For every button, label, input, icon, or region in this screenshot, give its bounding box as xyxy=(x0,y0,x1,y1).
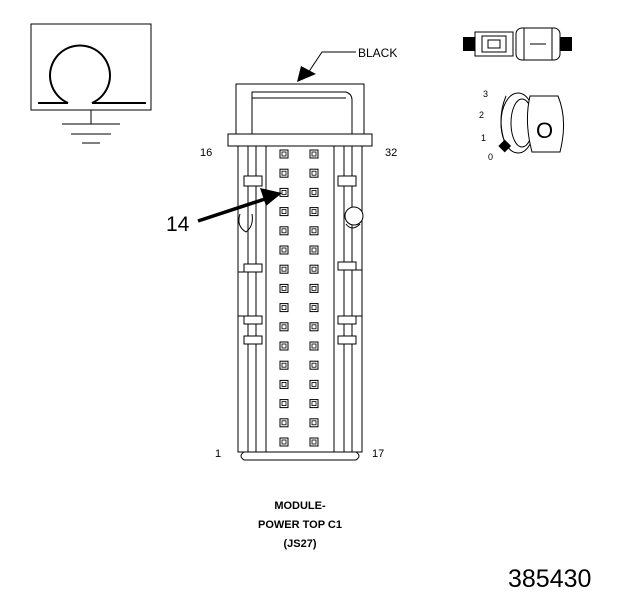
caption-line-1: MODULE- xyxy=(274,500,326,512)
ignition-key-icon: O 3 2 1 0 xyxy=(479,89,564,162)
inline-connector-icon xyxy=(463,27,572,61)
connector-body xyxy=(227,83,373,461)
pin-cavity-22 xyxy=(309,341,319,351)
caption-line-2: POWER TOP C1 xyxy=(258,519,342,531)
pin-cavity-20 xyxy=(309,379,319,389)
color-callout: BLACK xyxy=(297,46,397,82)
pin-cavity-12 xyxy=(279,226,289,236)
pin-cavity-17 xyxy=(309,437,319,447)
pin-cavity-32 xyxy=(309,149,319,159)
pin-cavity-3 xyxy=(279,399,289,409)
pin-cavity-2 xyxy=(279,418,289,428)
callout-14: 14 xyxy=(166,188,282,236)
callout-number: 14 xyxy=(166,213,190,236)
pin-cavity-1 xyxy=(279,437,289,447)
pin-cavity-23 xyxy=(309,322,319,332)
pin-cavity-29 xyxy=(309,207,319,217)
color-label: BLACK xyxy=(358,46,397,60)
pin-cavity-6 xyxy=(279,341,289,351)
pin-cavity-13 xyxy=(279,207,289,217)
pin-cavity-26 xyxy=(309,264,319,274)
key-position-0: 0 xyxy=(488,152,493,162)
pin-cavity-8 xyxy=(279,303,289,313)
pin-cavity-31 xyxy=(309,168,319,178)
pin-cavity-24 xyxy=(309,303,319,313)
pin-label-17: 17 xyxy=(372,448,384,460)
pin-cavity-30 xyxy=(309,187,319,197)
pin-cavity-25 xyxy=(309,283,319,293)
key-position-3: 3 xyxy=(483,89,488,99)
caption-line-3: (JS27) xyxy=(283,538,316,550)
pin-cavity-27 xyxy=(309,245,319,255)
pin-label-1: 1 xyxy=(215,448,221,460)
pin-cavity-4 xyxy=(279,379,289,389)
figure-number: 385430 xyxy=(508,565,591,593)
pin-label-32: 32 xyxy=(385,147,397,159)
key-position-2: 2 xyxy=(479,110,484,120)
pin-cavity-10 xyxy=(279,264,289,274)
pin-cavity-14 xyxy=(279,187,289,197)
pin-grid xyxy=(279,149,319,447)
pin-cavity-19 xyxy=(309,399,319,409)
pin-cavity-28 xyxy=(309,226,319,236)
ground-omega-icon xyxy=(30,23,152,144)
pin-cavity-21 xyxy=(309,360,319,370)
pin-cavity-16 xyxy=(279,149,289,159)
pin-cavity-15 xyxy=(279,168,289,178)
pin-cavity-9 xyxy=(279,283,289,293)
key-position-1: 1 xyxy=(481,133,486,143)
pin-cavity-18 xyxy=(309,418,319,428)
pin-cavity-11 xyxy=(279,245,289,255)
pin-cavity-7 xyxy=(279,322,289,332)
pin-cavity-5 xyxy=(279,360,289,370)
pin-label-16: 16 xyxy=(200,147,212,159)
key-letter: O xyxy=(536,118,553,143)
